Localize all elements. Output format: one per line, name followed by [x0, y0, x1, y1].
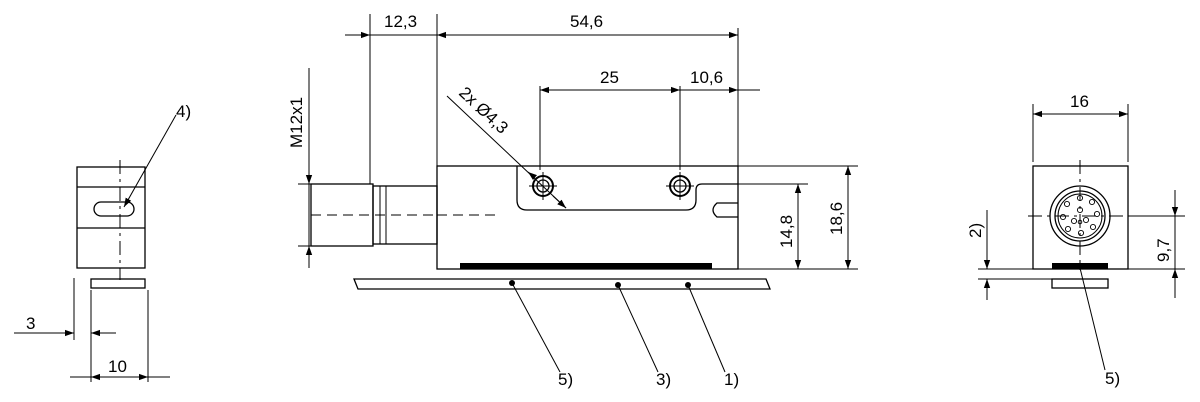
dim-body-length: 54,6	[570, 12, 603, 31]
connector-face	[1028, 160, 1140, 270]
side-rail	[90, 278, 146, 289]
dim-thread: M12x1	[287, 97, 306, 148]
side-slot	[93, 201, 135, 217]
dim-holes: 2x Ø4,3	[455, 83, 512, 138]
note-5-end: 5)	[1105, 369, 1120, 388]
dim-connector-length: 12,3	[384, 12, 417, 31]
mount-hole-right	[666, 172, 694, 200]
dim-end-conn-height: 9,7	[1154, 238, 1173, 262]
dim-hole-spacing: 25	[600, 68, 619, 87]
note-1: 1)	[724, 370, 739, 389]
sensor-face	[460, 263, 712, 269]
dim-side-width: 10	[108, 357, 127, 376]
note-3: 3)	[656, 370, 671, 389]
dim-height-total: 18,6	[827, 202, 846, 235]
side-view: 4) 3 10	[14, 102, 191, 382]
note-5-front: 5)	[558, 370, 573, 389]
dim-end-width: 16	[1070, 92, 1089, 111]
dim-height-inner: 14,8	[777, 215, 796, 248]
front-view: 12,3 54,6 25 10,6 2x Ø4,3 M12x1 14,8 18,…	[287, 12, 858, 389]
sensor-body	[436, 165, 739, 270]
dim-hole-edge: 10,6	[690, 68, 723, 87]
m12-connector	[310, 183, 438, 247]
end-view: 16 9,7 2) 5)	[966, 92, 1185, 388]
note-4: 4)	[176, 102, 191, 121]
mounting-rail	[353, 278, 771, 290]
mount-hole-left	[529, 172, 557, 200]
note-2: 2)	[966, 223, 985, 238]
dim-side-offset: 3	[26, 314, 35, 333]
